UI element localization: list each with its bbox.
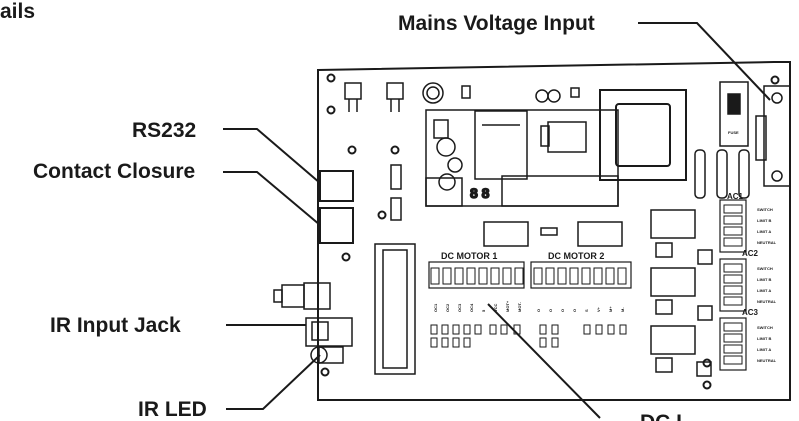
ac2-label: AC2 [742, 249, 759, 258]
dc-motor-1-label: DC MOTOR 1 [441, 251, 497, 261]
transformer [599, 89, 687, 181]
ac1-label: AC1 [727, 192, 744, 201]
ac-pin-labels: SWITCH LIMIT B LIMIT A NEUTRAL SWITCH LI… [757, 207, 777, 363]
motor1-pin-label: 5 [481, 309, 486, 312]
motor-1-pin-labels: OC1 OC2 OC3 OC4 5 VCC MOT+ MOT- [433, 300, 522, 312]
callout-bottom-cut: DC L [640, 411, 689, 421]
ac2-pin-label: NEUTRAL [757, 299, 777, 304]
callout-ir-input-jack: IR Input Jack [50, 314, 181, 337]
motor1-pin-label: OC4 [469, 303, 474, 312]
microcontroller-chip [374, 243, 416, 375]
fuse-label: FUSE [728, 130, 739, 135]
ac3-pin-label: LIMIT B [757, 336, 772, 341]
motor2-pin-label: M- [620, 307, 625, 312]
callout-rs232: RS232 [132, 119, 196, 142]
callout-ir-led: IR LED [138, 398, 207, 421]
callout-contact-closure: Contact Closure [33, 160, 195, 183]
ac1-pin-label: LIMIT A [757, 229, 771, 234]
led-indicators [430, 324, 627, 348]
motor2-pin-label: O [536, 309, 541, 312]
fuse-holder: FUSE [719, 81, 749, 147]
ac1-pin-label: LIMIT B [757, 218, 772, 223]
ac3-pin-label: LIMIT A [757, 347, 771, 352]
motor2-pin-label: V+ [596, 306, 601, 312]
power-supply-section: 8 8 [422, 82, 619, 207]
ac1-pin-label: NEUTRAL [757, 240, 777, 245]
ac-terminals [719, 199, 747, 371]
ac3-pin-label: SWITCH [757, 325, 773, 330]
motor2-pin-label: O [560, 309, 565, 312]
rs232-connector [319, 170, 354, 202]
mains-terminal [755, 85, 791, 187]
ac1-pin-label: SWITCH [757, 207, 773, 212]
motor2-pin-label: O [548, 309, 553, 312]
motor1-pin-label: OC3 [457, 303, 462, 312]
ac3-label: AC3 [742, 308, 759, 317]
ac3-pin-label: NEUTRAL [757, 358, 777, 363]
small-components [390, 164, 713, 377]
ac2-pin-label: SWITCH [757, 266, 773, 271]
dc-motor-terminals [428, 261, 632, 289]
motor2-pin-label: S [584, 309, 589, 312]
motor1-pin-label: OC2 [445, 303, 450, 312]
callout-leader-lines [223, 22, 771, 419]
mains-fuses [694, 149, 750, 199]
dc-motor-2-label: DC MOTOR 2 [548, 251, 604, 261]
ac2-pin-label: LIMIT A [757, 288, 771, 293]
motor1-pin-label: MOT+ [505, 300, 510, 312]
regulators [344, 82, 404, 112]
callout-mains-voltage-input: Mains Voltage Input [398, 12, 595, 35]
ir-input-jack [273, 282, 353, 347]
motor1-pin-label: MOT- [517, 301, 522, 312]
svg-text:8 8: 8 8 [470, 185, 490, 201]
motor1-pin-label: OC1 [433, 303, 438, 312]
motor2-pin-label: M+ [608, 306, 613, 312]
header-fragment: ails [0, 0, 35, 23]
contact-closure-connector [319, 207, 354, 244]
circuit-board [317, 61, 791, 401]
ac2-pin-label: LIMIT B [757, 277, 772, 282]
motor1-pin-label: VCC [493, 303, 498, 312]
motor2-pin-label: O [572, 309, 577, 312]
motor-2-pin-labels: O O O O S V+ M+ M- [536, 306, 625, 312]
